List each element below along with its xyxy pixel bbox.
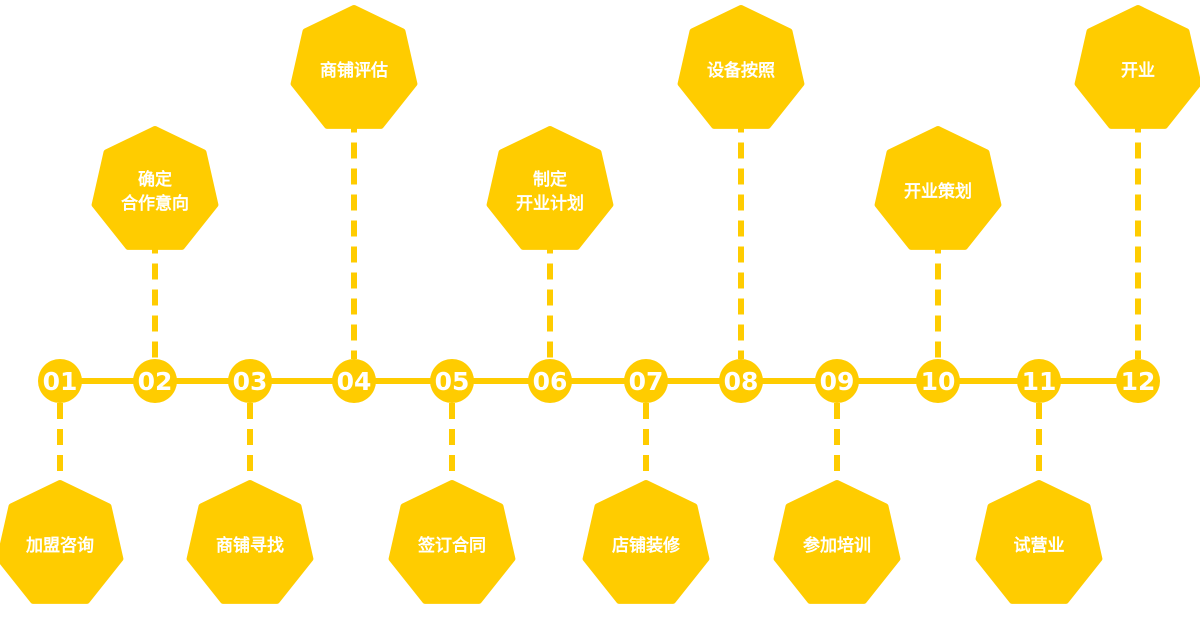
step-label: 开业策划 (904, 181, 972, 202)
badge-shape (486, 126, 614, 250)
step-label: 商铺寻找 (216, 535, 284, 556)
badge-shape (388, 480, 516, 604)
node-circle (228, 359, 272, 403)
node-circle (624, 359, 668, 403)
step-number: 08 (724, 367, 759, 396)
badge-shape (874, 126, 1002, 250)
step-node-01: 01 (38, 359, 82, 403)
step-label: 开业 (1121, 61, 1155, 81)
badge-shape (186, 480, 314, 604)
node-circle (430, 359, 474, 403)
step-node-08: 08 (719, 359, 763, 403)
step-number: 02 (138, 367, 173, 396)
step-node-10: 10 (916, 359, 960, 403)
step-number: 09 (820, 367, 855, 396)
step-node-03: 03 (228, 359, 272, 403)
step-badge-01: 加盟咨询 (0, 480, 124, 604)
step-number: 12 (1121, 367, 1156, 396)
badge-shape (290, 5, 418, 129)
badge-shape (582, 480, 710, 604)
step-label: 试营业 (1014, 535, 1065, 556)
step-number: 11 (1022, 367, 1057, 396)
step-node-12: 12 (1116, 359, 1160, 403)
badge-shape (0, 480, 124, 604)
node-circle (332, 359, 376, 403)
step-label: 参加培训 (803, 535, 871, 556)
node-circle (38, 359, 82, 403)
badge-shape (677, 5, 805, 129)
step-nodes: 01 02 03 04 05 06 07 08 09 10 11 12 (38, 359, 1160, 403)
badge-shape (773, 480, 901, 604)
node-circle (1017, 359, 1061, 403)
step-badge-12: 开业 (1074, 5, 1200, 129)
step-number: 04 (337, 367, 372, 396)
step-label: 加盟咨询 (25, 535, 94, 556)
step-label: 签订合同 (417, 535, 486, 556)
step-badge-03: 商铺寻找 (186, 480, 314, 604)
step-node-11: 11 (1017, 359, 1061, 403)
step-node-05: 05 (430, 359, 474, 403)
step-badge-07: 店铺装修 (582, 480, 710, 604)
step-label: 商铺评估 (320, 60, 388, 81)
step-label: 店铺装修 (612, 535, 681, 556)
step-number: 06 (533, 367, 568, 396)
node-circle (719, 359, 763, 403)
step-node-04: 04 (332, 359, 376, 403)
step-number: 03 (233, 367, 268, 396)
step-node-09: 09 (815, 359, 859, 403)
badge-shape (975, 480, 1103, 604)
step-badge-09: 参加培训 (773, 480, 901, 604)
step-label: 开业计划 (516, 193, 584, 214)
step-badge-04: 商铺评估 (290, 5, 418, 129)
step-badge-08: 设备按照 (677, 5, 805, 129)
step-number: 05 (435, 367, 470, 396)
step-number: 10 (921, 367, 956, 396)
badge-shape (1074, 5, 1200, 129)
step-label: 合作意向 (121, 193, 189, 214)
step-node-07: 07 (624, 359, 668, 403)
step-badge-11: 试营业 (975, 480, 1103, 604)
step-number: 01 (43, 367, 78, 396)
step-node-02: 02 (133, 359, 177, 403)
node-circle (916, 359, 960, 403)
step-label: 确定 (138, 169, 172, 190)
badge-shape (91, 126, 219, 250)
step-badge-05: 签订合同 (388, 480, 516, 604)
step-label: 设备按照 (707, 60, 775, 81)
step-label: 制定 (533, 169, 567, 190)
node-circle (815, 359, 859, 403)
step-node-06: 06 (528, 359, 572, 403)
node-circle (528, 359, 572, 403)
node-circle (133, 359, 177, 403)
step-badge-10: 开业策划 (874, 126, 1002, 250)
node-circle (1116, 359, 1160, 403)
step-number: 07 (629, 367, 664, 396)
